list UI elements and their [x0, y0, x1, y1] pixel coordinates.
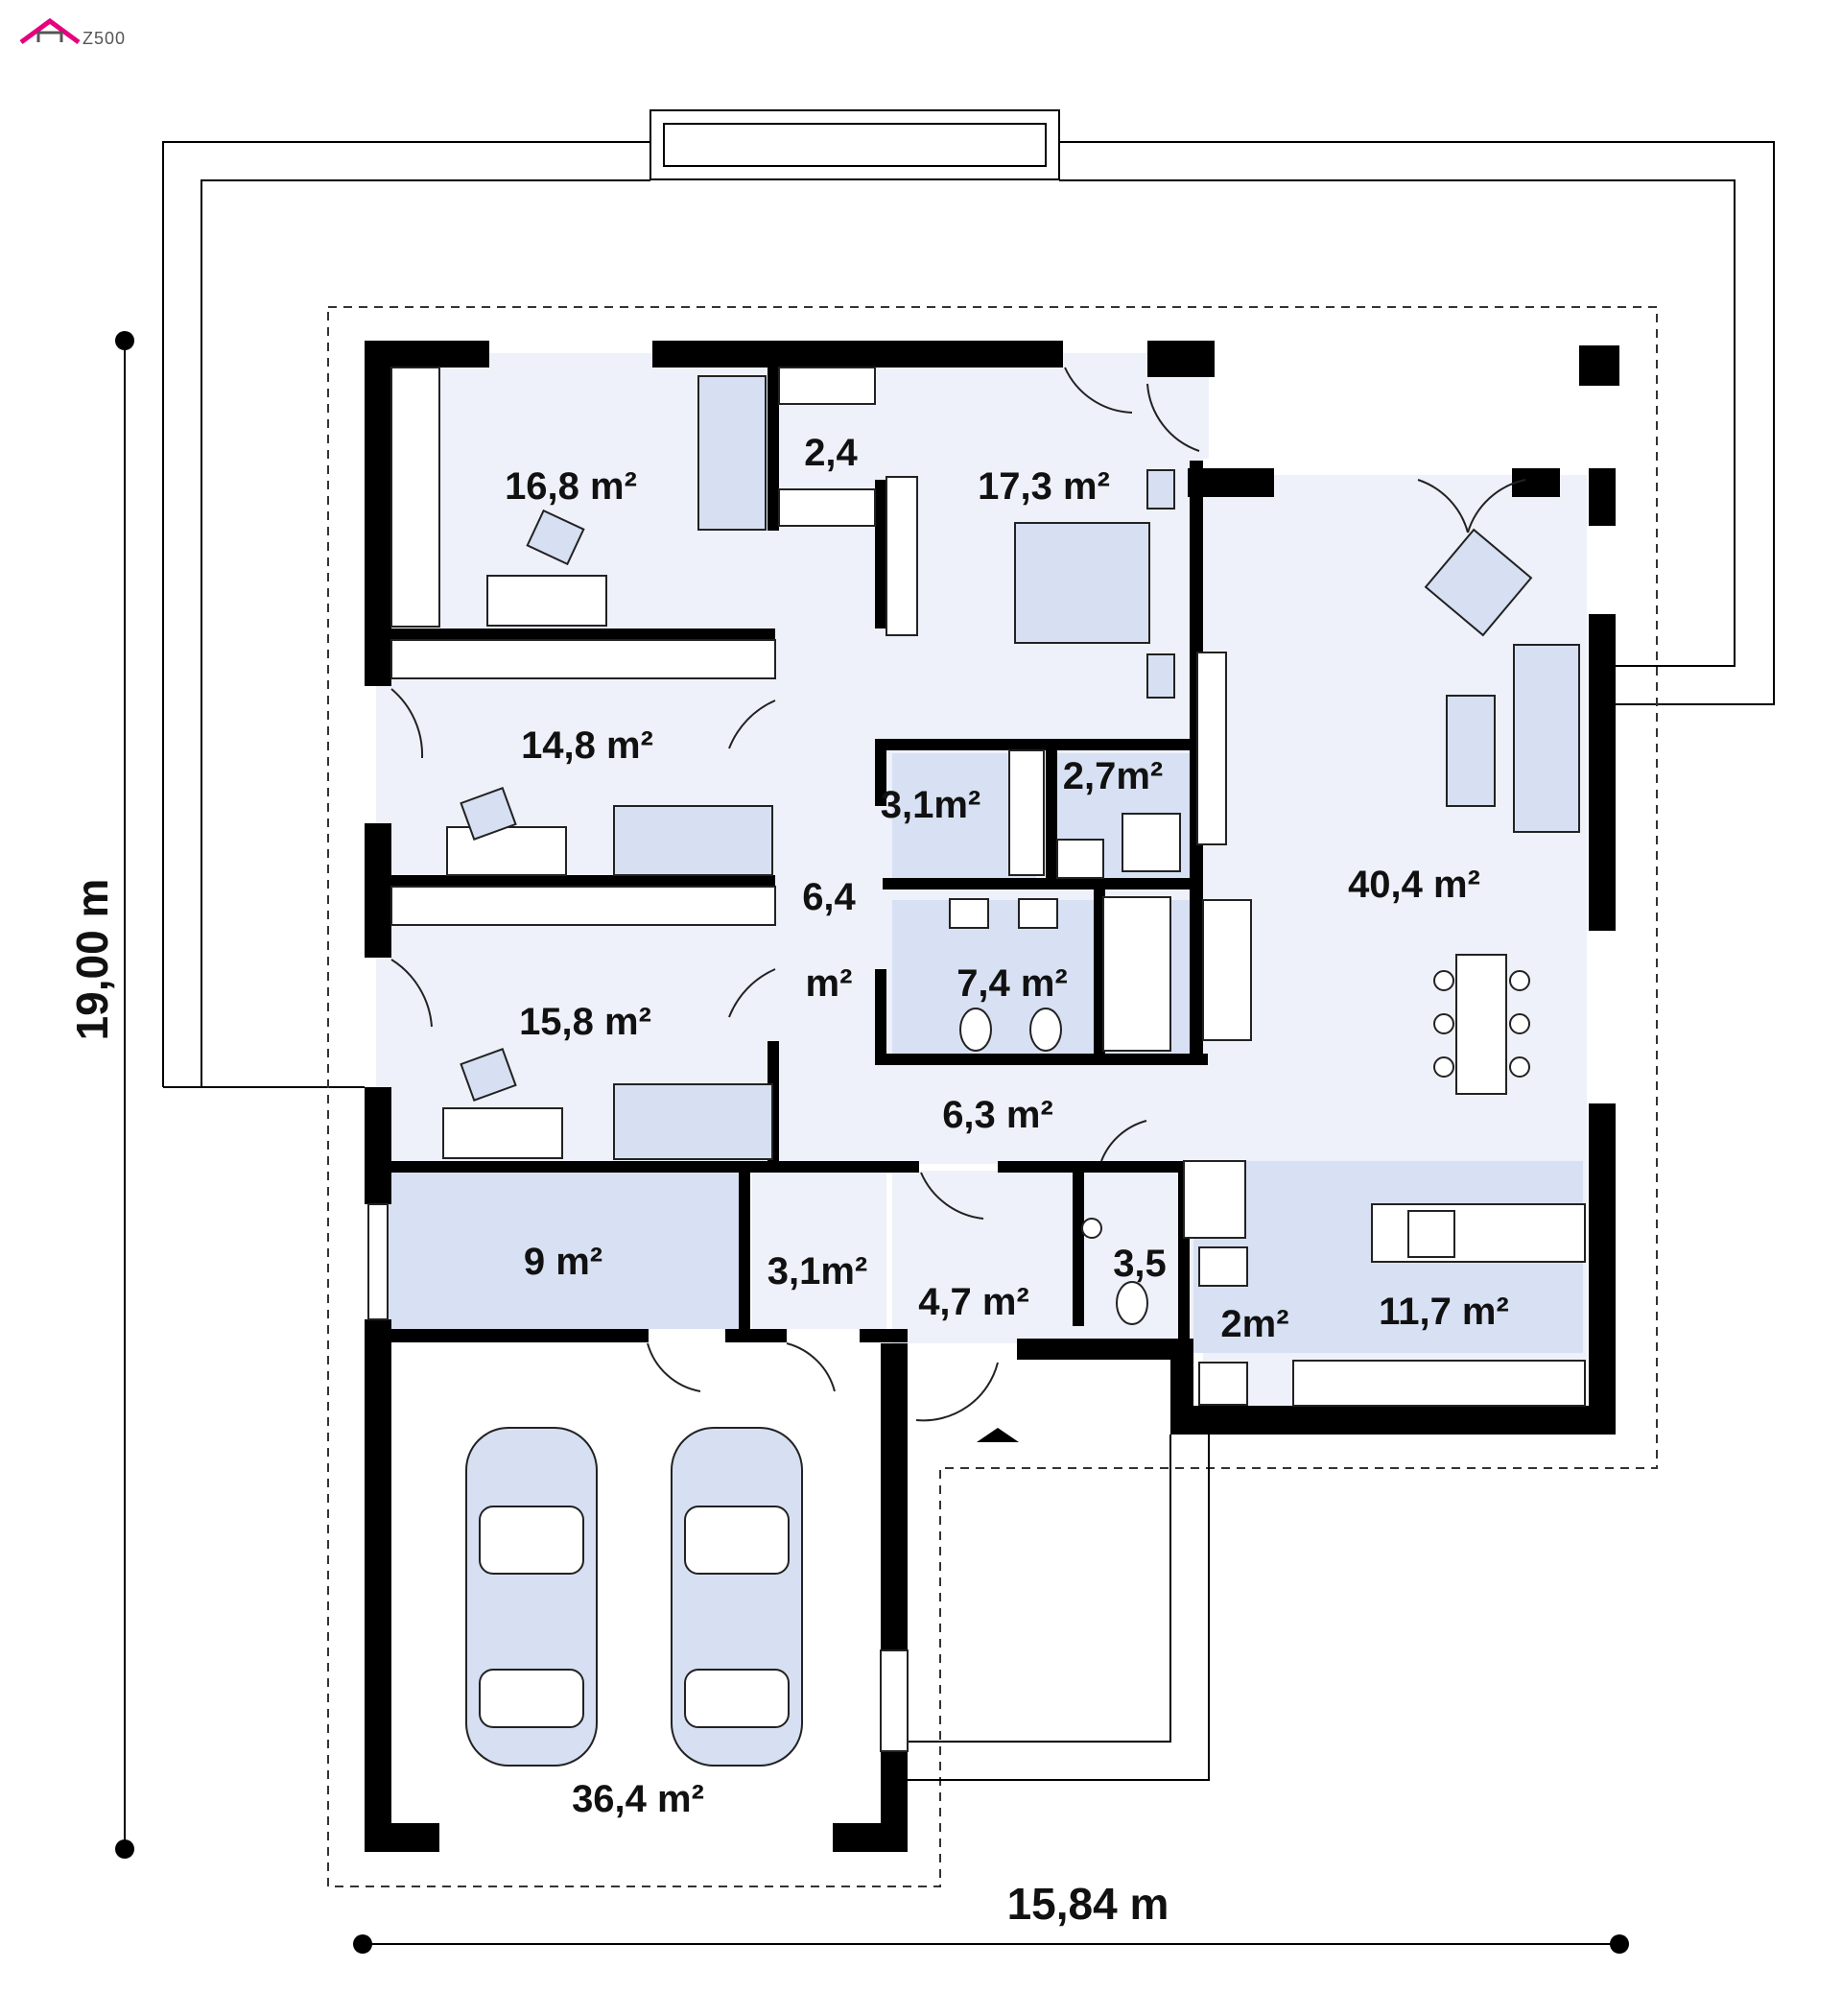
- room-label-closet: 2,4: [804, 432, 858, 474]
- doors: [390, 367, 1526, 1442]
- room-label-hall-6-4: 6,4: [802, 876, 856, 918]
- room-label-garage: 36,4 m²: [572, 1778, 704, 1820]
- room-label-wc: 3,5: [1113, 1243, 1167, 1285]
- room-label-bathroom-small-2: 2,7m²: [1063, 755, 1164, 797]
- room-label-main-bathroom: 7,4 m²: [956, 962, 1068, 1005]
- room-label-utility: 9 m²: [524, 1241, 602, 1283]
- room-label-hall-6-4-unit: m²: [806, 962, 853, 1005]
- roof-logo-icon: [19, 17, 81, 45]
- room-label-storage: 3,1m²: [768, 1250, 868, 1293]
- room-label-bedroom-nw: 16,8 m²: [505, 465, 637, 508]
- logo-text: Z500: [83, 29, 126, 48]
- terrace-outline: [162, 109, 1775, 1088]
- width-dimension-label: 15,84 m: [1007, 1879, 1169, 1929]
- brand-logo: Z500: [19, 17, 126, 48]
- dimension-height: 19,00 m: [67, 331, 134, 1859]
- room-label-master-bedroom: 17,3 m²: [978, 465, 1110, 508]
- room-label-kitchen: 11,7 m²: [1379, 1291, 1509, 1333]
- dimension-width: 15,84 m: [353, 1879, 1629, 1954]
- room-labels: 16,8 m² 2,4 17,3 m² 14,8 m² 3,1m² 2,7m² …: [505, 432, 1509, 1820]
- room-label-bedroom-w2: 15,8 m²: [519, 1001, 651, 1043]
- room-label-hall-6-3: 6,3 m²: [942, 1094, 1053, 1136]
- room-label-living: 40,4 m²: [1348, 864, 1480, 906]
- walls: [365, 341, 1619, 1852]
- height-dimension-label: 19,00 m: [67, 879, 117, 1041]
- room-label-entry: 4,7 m²: [918, 1281, 1029, 1323]
- room-label-pantry: 2m²: [1220, 1303, 1288, 1345]
- furniture: [367, 367, 1586, 1767]
- room-label-bathroom-small-1: 3,1m²: [881, 784, 981, 826]
- room-label-bedroom-w1: 14,8 m²: [521, 724, 653, 767]
